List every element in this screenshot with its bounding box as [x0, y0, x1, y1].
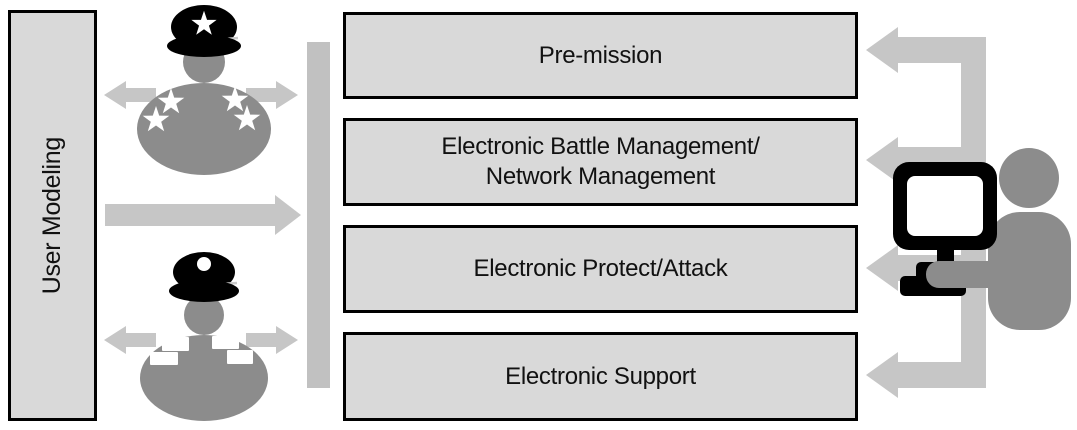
user-modeling-label: User Modeling — [38, 136, 66, 295]
arrow-right-icon — [246, 81, 298, 109]
officer-exchange-arrows — [104, 326, 298, 354]
feedback-arrow-pre-mission-icon — [866, 27, 986, 73]
box-electronic-protect-attack: Electronic Protect/Attack — [343, 225, 858, 313]
box-electronic-protect-attack-label: Electronic Protect/Attack — [473, 255, 728, 282]
operator-at-computer-icon — [893, 148, 1071, 330]
box-electronic-support-label: Electronic Support — [505, 362, 696, 390]
general-exchange-arrows — [104, 81, 298, 109]
cap-badge-icon — [197, 257, 211, 271]
shoulder-bar-icon — [227, 350, 253, 364]
monitor-screen — [907, 176, 983, 236]
box-electronic-support: Electronic Support — [343, 332, 858, 421]
box-pre-mission: Pre-mission — [343, 12, 858, 99]
arrow-left-icon — [104, 326, 156, 354]
box-electronic-battle-management-label: Electronic Battle Management/ Network Ma… — [441, 133, 760, 190]
feedback-arrow-support-icon — [866, 352, 986, 398]
box-pre-mission-label: Pre-mission — [538, 41, 663, 69]
shoulder-bar-icon — [162, 337, 189, 351]
junior-officer-icon — [140, 252, 268, 421]
user-modeling-flow-arrow-icon — [105, 195, 301, 235]
arrow-right-icon — [246, 326, 298, 354]
operator-arm — [926, 261, 1006, 288]
arrow-left-icon — [104, 81, 156, 109]
operator-head — [999, 148, 1059, 208]
operator-body — [988, 212, 1071, 330]
user-modeling-panel: User Modeling — [8, 10, 97, 421]
shoulder-bar-icon — [212, 336, 239, 349]
general-officer-icon — [137, 5, 271, 175]
aggregation-bar — [307, 42, 330, 388]
box-electronic-battle-management: Electronic Battle Management/ Network Ma… — [343, 118, 858, 206]
shoulder-bar-icon — [150, 352, 178, 365]
